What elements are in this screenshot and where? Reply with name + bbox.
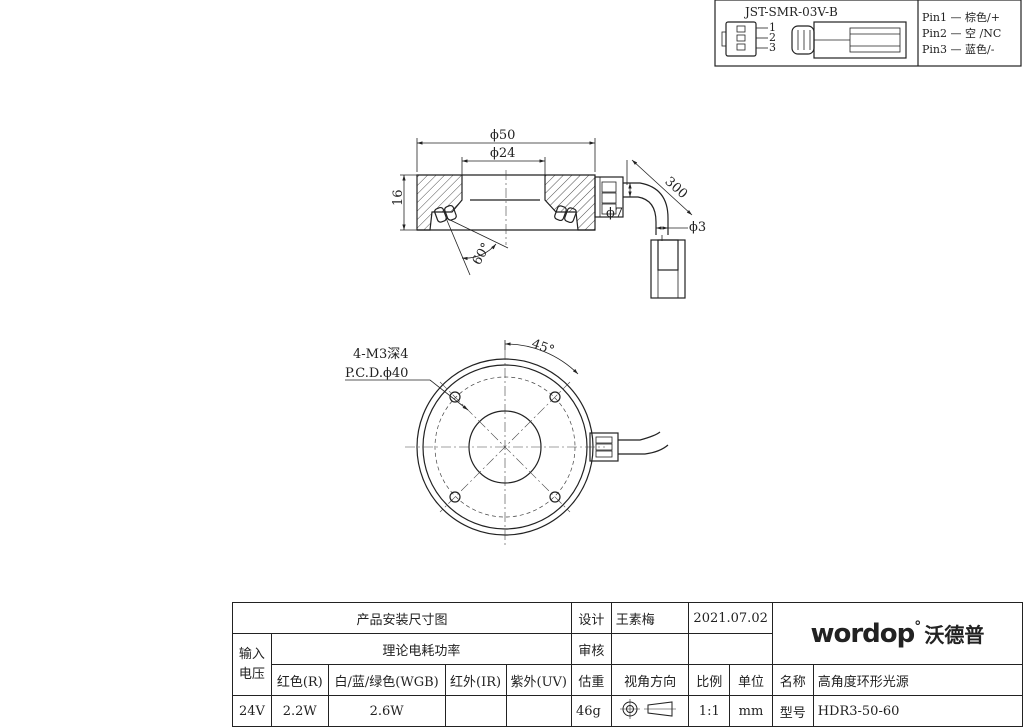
model-label: 型号 [771,695,814,727]
logo-text: wordop [810,618,915,649]
unit-label: 单位 [729,664,773,696]
scale-label: 比例 [688,664,731,696]
top-view: 45° 4-M3深4 P.C.D.ϕ40 [345,337,669,545]
wire-diameter-dim: ϕ3 [689,220,706,235]
connector-callout: JST-SMR-03V-B 1 2 3 Pin1 — 棕色/+ Pin2 — 空… [714,0,1022,67]
power-red-value: 2.2W [270,695,329,727]
pin2-label: Pin2 — 空 /NC [922,26,1001,40]
inner-diameter-dim: ϕ24 [490,146,515,161]
connector-model: JST-SMR-03V-B [743,5,838,19]
name-label: 名称 [771,664,814,696]
drawing-title: 产品安装尺寸图 [231,602,573,634]
thread-note: 4-M3深4 [353,347,409,362]
model-value: HDR3-50-60 [812,695,1023,727]
cable-diameter-dim: ϕ7 [606,206,623,221]
pin-number-1: 1 [769,21,776,34]
title-block: 产品安装尺寸图 设计 王素梅 2021.07.02 wordop° 沃德普 输入… [231,602,1023,727]
cable-length-dim: 300 [662,174,690,202]
power-ir-value [444,695,507,727]
company-logo: wordop° 沃德普 [771,602,1023,665]
power-label: 理论电耗功率 [270,633,573,665]
section-view: ϕ50 ϕ24 16 60° [391,128,706,299]
designer-name: 王素梅 [610,602,690,634]
col-white: 白/蓝/绿色(WGB) [327,664,446,696]
power-white-value: 2.6W [327,695,446,727]
pin1-label: Pin1 — 棕色/+ [922,10,1000,24]
design-label: 设计 [571,602,612,634]
angle-45-dim: 45° [529,337,556,359]
col-uv: 紫外(UV) [505,664,573,696]
logo-cn: 沃德普 [924,622,985,647]
outer-diameter-dim: ϕ50 [490,128,515,143]
input-voltage-label: 输入电压 [232,633,272,696]
drawing-canvas: JST-SMR-03V-B 1 2 3 Pin1 — 棕色/+ Pin2 — 空… [345,0,1022,545]
pin-number-3: 3 [769,41,776,54]
unit-value: mm [729,695,773,727]
col-red: 红色(R) [270,664,329,696]
drawing-date: 2021.07.02 [688,602,773,634]
pcd-note: P.C.D.ϕ40 [345,366,408,381]
col-ir: 红外(IR) [444,664,507,696]
angle-60-dim: 60° [470,240,495,267]
weight-value: 46g [571,695,612,727]
review-label: 审核 [571,633,612,665]
pin3-label: Pin3 — 蓝色/- [922,42,995,56]
product-name: 高角度环形光源 [812,664,1023,696]
view-direction-label: 视角方向 [610,664,690,696]
power-uv-value [505,695,573,727]
scale-value: 1:1 [688,695,731,727]
weight-label: 估重 [571,664,612,696]
voltage-value: 24V [232,695,272,727]
height-dim: 16 [391,189,406,206]
projection-symbol-icon [610,695,690,727]
mount-holes [449,391,561,503]
pin-number-2: 2 [769,31,776,44]
